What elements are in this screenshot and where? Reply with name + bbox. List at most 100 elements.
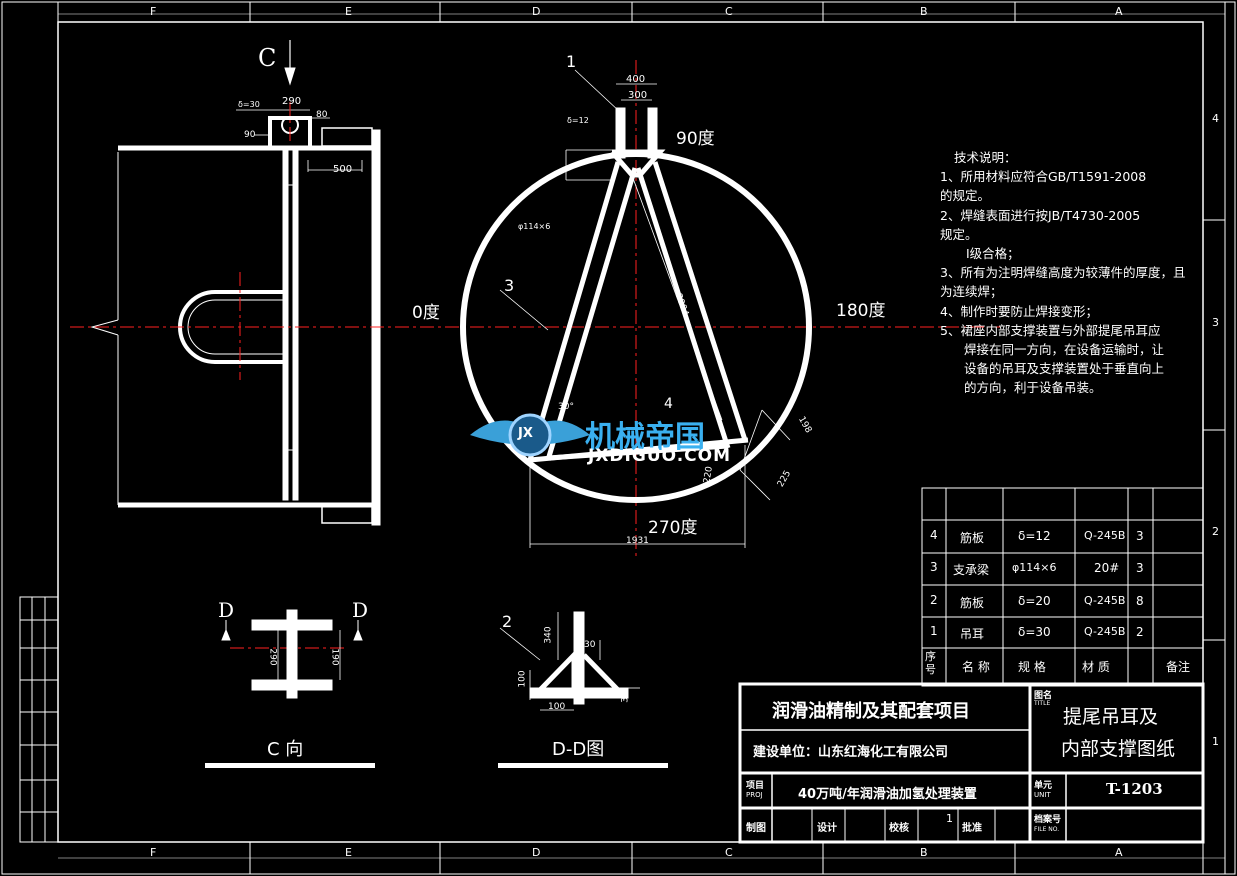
archive-label-en: FILE NO.: [1034, 826, 1060, 833]
bom-qty: 3: [1136, 529, 1144, 543]
drawing-name-label: 图名: [1034, 691, 1053, 701]
dim-d-190: 190: [329, 648, 340, 666]
dd-underline: [498, 763, 668, 768]
zone-bottom-d: D: [532, 846, 541, 859]
bom-no: 4: [930, 528, 938, 542]
bom-name: 吊耳: [960, 627, 985, 641]
bom-spec: δ=30: [1018, 625, 1051, 639]
drawing-name-line2: 内部支撑图纸: [1061, 738, 1176, 760]
watermark-logo-text: 机械帝国: [585, 420, 705, 455]
zone-top-f: F: [150, 5, 157, 18]
drawing-number: T-1203: [1106, 780, 1163, 798]
dim-m-pipe: φ114×6: [518, 222, 551, 231]
callout-1: 1: [566, 52, 577, 71]
bom-no: 2: [930, 593, 938, 607]
dim-dd-30a: 30: [584, 640, 596, 650]
notes-line: 设备的吊耳及支撑装置处于垂直向上: [964, 361, 1165, 377]
bom-qty: 2: [1136, 625, 1144, 639]
bom-header-name: 名 称: [962, 660, 990, 674]
inner-border: [57, 21, 1204, 843]
dim-d-290: 290: [267, 648, 278, 666]
notes-line: 的规定。: [940, 188, 991, 204]
bom-no: 3: [930, 560, 938, 574]
bom-qty: 8: [1136, 594, 1144, 608]
c-arrow-label: C: [258, 44, 277, 72]
dim-c-80: 80: [316, 110, 328, 120]
notes-line: 2、焊缝表面进行按JB/T4730-2005: [940, 207, 1141, 223]
zone-right-3: 3: [1212, 316, 1219, 329]
zone-bottom-a: A: [1115, 846, 1123, 859]
zone-bottom-e: E: [345, 846, 352, 859]
zone-ticks: [58, 2, 1226, 874]
bom-spec: δ=12: [1018, 529, 1051, 543]
zone-right-4: 4: [1212, 112, 1219, 125]
drawing-name-line1: 提尾吊耳及: [1063, 706, 1159, 728]
bom-spec: φ114×6: [1012, 561, 1057, 574]
dim-dd-100b: 100: [548, 702, 566, 712]
bom-material: 20#: [1094, 561, 1120, 575]
dim-c-290: 290: [282, 96, 302, 107]
bom-spec: δ=20: [1018, 594, 1051, 608]
angle-0-label: 0度: [412, 303, 440, 323]
bom-header-spec: 规 格: [1018, 660, 1046, 674]
callout-2: 2: [502, 612, 513, 631]
dim-c-500: 500: [333, 164, 353, 175]
notes-line: 焊接在同一方向，在设备运输时，让: [964, 342, 1165, 358]
notes-line: 1、所用材料应符合GB/T1591-2008: [940, 169, 1147, 185]
dim-dd-340: 340: [543, 626, 554, 644]
zone-top-e: E: [345, 5, 352, 18]
bom-name: 筋板: [960, 596, 985, 610]
c-view-title: C 向: [267, 739, 304, 760]
zone-top-d: D: [532, 5, 541, 18]
item-label: 项目: [746, 781, 765, 791]
item-value: 40万吨/年润滑油加氢处理装置: [798, 787, 977, 802]
zone-right-1: 1: [1212, 735, 1219, 748]
c-view: [90, 40, 381, 526]
angle-270-label: 270度: [648, 518, 698, 538]
zone-top-b: B: [920, 5, 928, 18]
dim-m-400: 400: [626, 74, 646, 85]
drawn-label: 制图: [746, 823, 766, 834]
bom-header-material: 材 质: [1082, 660, 1110, 674]
drawing-name-label-en: TITLE: [1034, 700, 1051, 707]
client-name: 建设单位：山东红海化工有限公司: [753, 745, 949, 760]
approve-label: 批准: [962, 823, 982, 834]
angle-90-label: 90度: [676, 129, 715, 149]
zone-top-c: C: [725, 5, 733, 18]
bom-name: 筋板: [960, 531, 985, 545]
d-section: [221, 609, 363, 699]
watermark-logo: [470, 413, 590, 457]
d-left-label: D: [218, 598, 235, 622]
main-section: [460, 69, 812, 548]
callout-4: 4: [664, 396, 673, 412]
zone-bottom-c: C: [725, 846, 733, 859]
unit-label: 单元: [1034, 781, 1053, 791]
notes-heading: 技术说明：: [954, 150, 1017, 165]
bom-material: Q-245B: [1084, 594, 1126, 607]
dim-m-30deg: 30°: [558, 402, 574, 412]
unit-label-en: UNIT: [1034, 791, 1051, 799]
dim-m-delta12: δ=12: [567, 116, 589, 125]
angle-180-label: 180度: [836, 301, 886, 321]
notes-line: Ⅰ级合格；: [966, 246, 1020, 262]
watermark-url: JXDIGUO.COM: [588, 446, 732, 466]
design-label: 设计: [817, 823, 837, 834]
bom-material: Q-245B: [1084, 625, 1126, 638]
notes-line: 3、所有为注明焊缝高度为较薄件的厚度，且: [940, 265, 1186, 281]
notes-line: 5、裙座内部支撑装置与外部提尾吊耳应: [940, 322, 1161, 338]
dim-dd-30b: 30: [620, 691, 631, 703]
bom-qty: 3: [1136, 561, 1144, 575]
dd-view-title: D-D图: [552, 739, 605, 760]
dim-c-90: 90: [244, 130, 256, 140]
dd-section: [499, 611, 640, 711]
callout-3: 3: [504, 276, 515, 295]
zone-bottom-b: B: [920, 846, 928, 859]
zone-right-2: 2: [1212, 525, 1219, 538]
dim-dd-100a: 100: [517, 670, 528, 688]
archive-label: 档案号: [1034, 815, 1062, 825]
revision-table: [19, 596, 59, 843]
project-name: 润滑油精制及其配套项目: [772, 701, 970, 722]
check-value: 1: [946, 812, 953, 825]
dim-m-300: 300: [628, 90, 648, 101]
